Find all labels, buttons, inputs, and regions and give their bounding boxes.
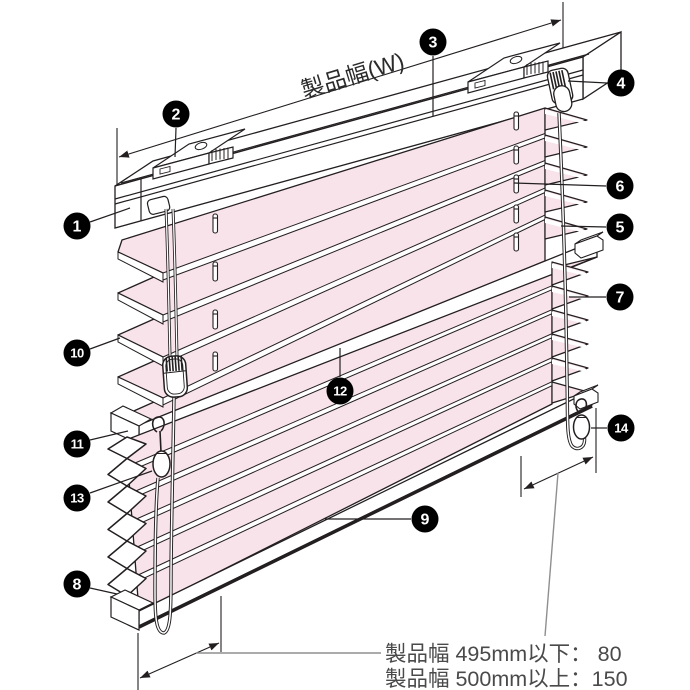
svg-text:11: 11 <box>71 437 84 452</box>
headrail-front-groove-1 <box>114 69 584 200</box>
svg-text:6: 6 <box>616 179 625 196</box>
bottom-rail-shadow-edge <box>138 404 593 629</box>
cords-headrail-to-equalizer <box>164 208 179 358</box>
note-line-1: 製品幅 495mm以下： 80 <box>385 642 622 666</box>
dimension-arrow-line <box>118 19 562 158</box>
safety-joint-ball-right <box>572 414 591 440</box>
callout-leaders <box>89 56 608 595</box>
callout-11: 11 <box>63 430 91 458</box>
honeycomb-cells <box>107 436 147 597</box>
callout-14: 14 <box>607 414 635 442</box>
cord-offset-dimension-right <box>520 408 597 497</box>
note-leader-right <box>544 472 559 637</box>
left-cord-assembly <box>151 208 189 635</box>
lower-pleated-fabric <box>107 256 598 613</box>
callout-10-leader <box>89 337 121 350</box>
cord-loop-right <box>557 112 587 451</box>
upper-right-pleat-tips <box>544 107 588 240</box>
callout-9: 9 <box>411 505 439 533</box>
svg-text:3: 3 <box>429 35 438 52</box>
callout-5: 5 <box>606 213 634 241</box>
bottom-rail <box>109 384 599 631</box>
headrail-front-face <box>114 56 584 229</box>
svg-text:9: 9 <box>421 512 430 529</box>
callout-6-leader <box>513 182 607 187</box>
svg-text:13: 13 <box>70 491 84 506</box>
callout-1: 1 <box>63 212 91 240</box>
svg-text:4: 4 <box>617 76 626 93</box>
svg-text:1: 1 <box>73 219 82 236</box>
callout-13-leader <box>89 470 153 494</box>
safety-joint-ball-left <box>152 450 171 478</box>
bracket-hole <box>509 55 523 65</box>
svg-text:14: 14 <box>614 421 629 436</box>
callout-8: 8 <box>63 570 91 598</box>
dimension-arrow-line <box>139 642 220 679</box>
bracket-clip-teeth <box>526 61 544 75</box>
callout-4: 4 <box>607 69 635 97</box>
safety-hook-right <box>575 398 588 414</box>
bottom-rail-right-cap-front <box>573 388 599 410</box>
svg-text:8: 8 <box>73 577 82 594</box>
callout-10: 10 <box>63 339 91 367</box>
callout-4-leader <box>567 80 608 84</box>
svg-text:5: 5 <box>616 220 625 237</box>
callout-8-leader <box>89 587 118 595</box>
cord-loop-left <box>153 395 176 635</box>
svg-text:12: 12 <box>333 384 347 399</box>
callout-12: 12 <box>326 377 354 405</box>
callout-7: 7 <box>606 283 634 311</box>
upper-left-pleat-highlights <box>117 251 164 408</box>
safety-link-left <box>159 430 162 453</box>
note-line-2: 製品幅 500mm以上：150 <box>385 667 628 690</box>
right-cord-assembly <box>546 67 591 451</box>
cord-equalizer-right <box>546 67 574 113</box>
callout-5-leader <box>560 225 607 228</box>
upper-fold-strips <box>162 132 546 406</box>
middle-rail-right-cap-front <box>574 235 604 259</box>
bottom-rail-left-cap-front <box>110 596 140 631</box>
safety-hook-left <box>151 416 165 433</box>
bracket-clip-tab <box>523 60 549 79</box>
bracket-slot <box>159 165 171 175</box>
lift-cord-ticks-right <box>513 111 520 252</box>
callout-13: 13 <box>63 484 91 512</box>
callout-11-leader <box>89 430 129 441</box>
headrail-front-groove-2 <box>114 74 584 205</box>
lift-cord-ticks-left <box>212 213 219 372</box>
note-leaders <box>196 472 559 654</box>
callout-badges: 1 2 3 4 5 6 7 8 9 10 11 12 13 14 <box>63 28 635 598</box>
callout-3: 3 <box>419 28 447 56</box>
callout-1-leader <box>89 207 131 223</box>
upper-pleated-fabric <box>117 107 588 427</box>
callout-6: 6 <box>606 172 634 200</box>
bracket-hole <box>194 141 208 151</box>
callout-2-leader <box>174 127 177 158</box>
svg-text:10: 10 <box>70 346 84 361</box>
cord-offset-dimension-left <box>137 596 222 690</box>
bracket-slot <box>474 79 486 89</box>
lower-right-pleat-tips <box>551 261 589 404</box>
mounting-bracket-left <box>152 128 246 180</box>
cord-exit-hole <box>146 195 171 215</box>
mounting-bracket-right <box>467 42 561 94</box>
callout-2: 2 <box>162 100 190 128</box>
bracket-clip-teeth <box>211 147 229 161</box>
cord-equalizer-left <box>161 355 189 398</box>
svg-text:7: 7 <box>616 290 625 307</box>
bracket-clip-tab <box>208 146 234 165</box>
dimension-arrow-line <box>523 456 594 490</box>
svg-text:2: 2 <box>172 107 181 124</box>
